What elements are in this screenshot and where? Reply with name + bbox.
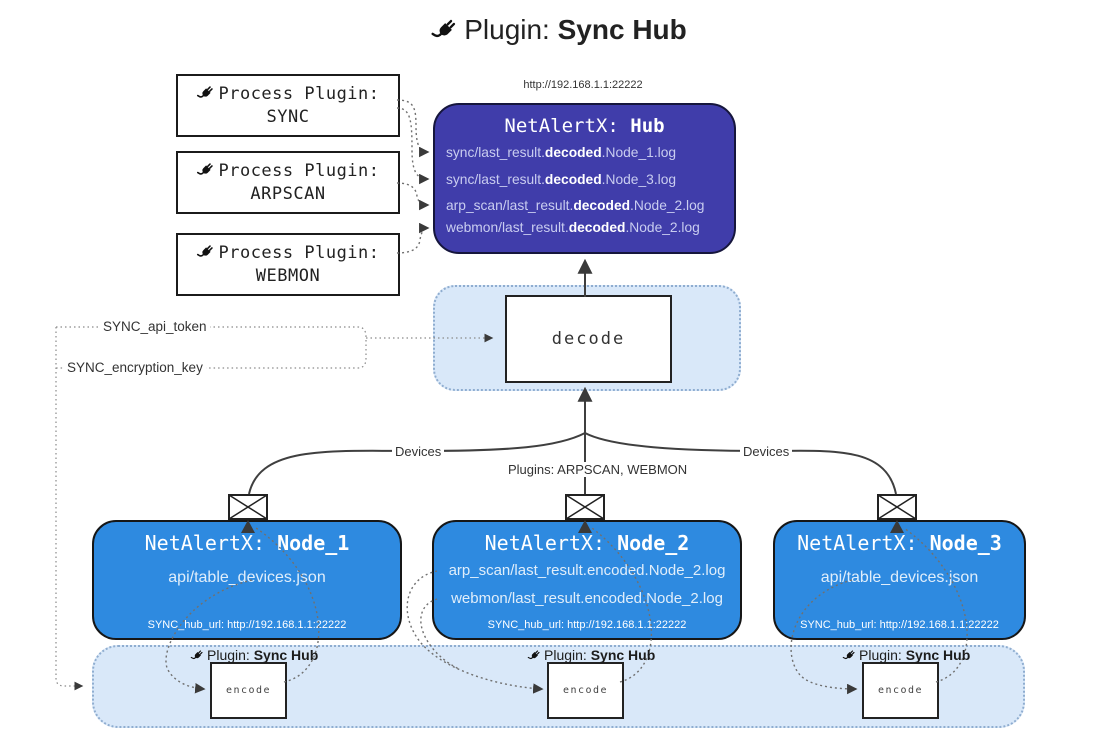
node-title-name: Node_1: [277, 531, 350, 555]
process-plugin-label: Process Plugin:: [218, 161, 380, 181]
plug-icon: [196, 160, 216, 180]
plug-icon: [196, 83, 216, 103]
envelope-icon: [565, 494, 605, 520]
hub-url-label: http://192.168.1.1:22222: [523, 79, 643, 91]
plug-icon: [527, 648, 542, 663]
node-3-box: NetAlertX: Node_3 api/table_devices.json…: [773, 520, 1026, 640]
plug-icon: [842, 648, 857, 663]
edge-sync-to-hub-2: [396, 107, 430, 185]
node-title-prefix: NetAlertX:: [797, 531, 930, 555]
node-file: arp_scan/last_result.encoded.Node_2.log: [448, 562, 726, 579]
process-plugin-label: Process Plugin:: [218, 84, 380, 104]
hub-title: NetAlertX: Hub: [435, 115, 734, 137]
edge-config-to-encode-strip: [55, 327, 84, 691]
node-hub-url: SYNC_hub_url: http://192.168.1.1:22222: [800, 619, 999, 631]
process-plugin-box-webmon: Process Plugin: WEBMON: [176, 233, 400, 296]
log-bold: decoded: [544, 145, 602, 160]
process-plugin-name: ARPSCAN: [250, 184, 326, 204]
node-title-name: Node_3: [929, 531, 1002, 555]
node-file: api/table_devices.json: [168, 569, 326, 586]
sync-api-token-label: SYNC_api_token: [100, 319, 210, 334]
hub-log-line: sync/last_result.decoded.Node_1.log: [446, 143, 730, 163]
strip-plugin-label: Plugin: Sync Hub: [190, 647, 318, 663]
strip-plugin-label: Plugin: Sync Hub: [527, 647, 655, 663]
strip-label-name: Sync Hub: [253, 647, 319, 663]
log-post: .Node_2.log: [630, 198, 705, 213]
node-2-box: NetAlertX: Node_2 arp_scan/last_result.e…: [432, 520, 742, 640]
log-pre: sync/last_result.: [446, 172, 545, 187]
log-bold: decoded: [544, 172, 602, 187]
hub-log-line: arp_scan/last_result.decoded.Node_2.log: [446, 196, 730, 216]
strip-label-prefix: Plugin:: [207, 647, 254, 663]
strip-label-prefix: Plugin:: [544, 647, 591, 663]
encode-box: encode: [862, 662, 939, 719]
node-hub-url: SYNC_hub_url: http://192.168.1.1:22222: [487, 619, 687, 631]
encode-box: encode: [547, 662, 624, 719]
log-pre: webmon/last_result.: [446, 220, 569, 235]
node-hub-url: SYNC_hub_url: http://192.168.1.1:22222: [147, 619, 347, 631]
node-1-box: NetAlertX: Node_1 api/table_devices.json…: [92, 520, 402, 640]
log-bold: decoded: [568, 220, 626, 235]
node-title-prefix: NetAlertX:: [484, 531, 618, 555]
node-title: NetAlertX: Node_1: [94, 531, 400, 555]
plug-icon: [190, 648, 205, 663]
node-title-prefix: NetAlertX:: [144, 531, 278, 555]
process-plugin-box-arpscan: Process Plugin: ARPSCAN: [176, 151, 400, 214]
page-title-name: Sync Hub: [557, 14, 687, 45]
devices-edge-label-right: Devices: [740, 444, 793, 459]
plug-icon: [196, 242, 216, 262]
encode-box: encode: [210, 662, 287, 719]
node-file: webmon/last_result.encoded.Node_2.log: [451, 590, 723, 607]
hub-log-line: sync/last_result.decoded.Node_3.log: [446, 170, 730, 190]
envelope-icon: [228, 494, 268, 520]
process-plugin-name: WEBMON: [255, 266, 321, 286]
page-title-prefix: Plugin:: [464, 14, 558, 45]
process-plugin-label: Process Plugin:: [218, 243, 380, 263]
process-plugin-label-row: Process Plugin:: [178, 160, 398, 181]
decode-box: decode: [505, 295, 672, 383]
strip-label-name: Sync Hub: [590, 647, 656, 663]
hub-title-prefix: NetAlertX:: [504, 115, 631, 137]
process-plugin-label-row: Process Plugin:: [178, 242, 398, 263]
edge-webmon-to-hub: [396, 222, 430, 254]
log-pre: arp_scan/last_result.: [446, 198, 574, 213]
process-plugin-label-row: Process Plugin:: [178, 83, 398, 104]
log-pre: sync/last_result.: [446, 145, 545, 160]
hub-title-name: Hub: [630, 115, 665, 137]
envelope-icon: [877, 494, 917, 520]
sync-encryption-key-label: SYNC_encryption_key: [64, 360, 206, 375]
plug-icon: [430, 15, 460, 45]
edge-sync-to-hub-1: [396, 99, 430, 158]
process-plugin-box-sync: Process Plugin: SYNC: [176, 74, 400, 137]
node-title-name: Node_2: [617, 531, 690, 555]
plugins-edge-label: Plugins: ARPSCAN, WEBMON: [505, 462, 691, 477]
strip-label-name: Sync Hub: [905, 647, 971, 663]
node-file: api/table_devices.json: [820, 569, 979, 586]
edge-arpscan-to-hub: [396, 182, 430, 211]
log-bold: decoded: [573, 198, 631, 213]
process-plugin-name: SYNC: [266, 107, 310, 127]
hub-log-line: webmon/last_result.decoded.Node_2.log: [446, 218, 730, 238]
devices-edge-label-left: Devices: [392, 444, 445, 459]
strip-label-prefix: Plugin:: [859, 647, 906, 663]
log-post: .Node_2.log: [625, 220, 700, 235]
page-title: Plugin: Sync Hub: [0, 14, 1117, 46]
log-post: .Node_1.log: [601, 145, 677, 160]
node-title: NetAlertX: Node_3: [775, 531, 1024, 555]
strip-plugin-label: Plugin: Sync Hub: [842, 647, 970, 663]
hub-box: NetAlertX: Hub sync/last_result.decoded.…: [433, 103, 736, 254]
log-post: .Node_3.log: [601, 172, 677, 187]
node-title: NetAlertX: Node_2: [434, 531, 740, 555]
